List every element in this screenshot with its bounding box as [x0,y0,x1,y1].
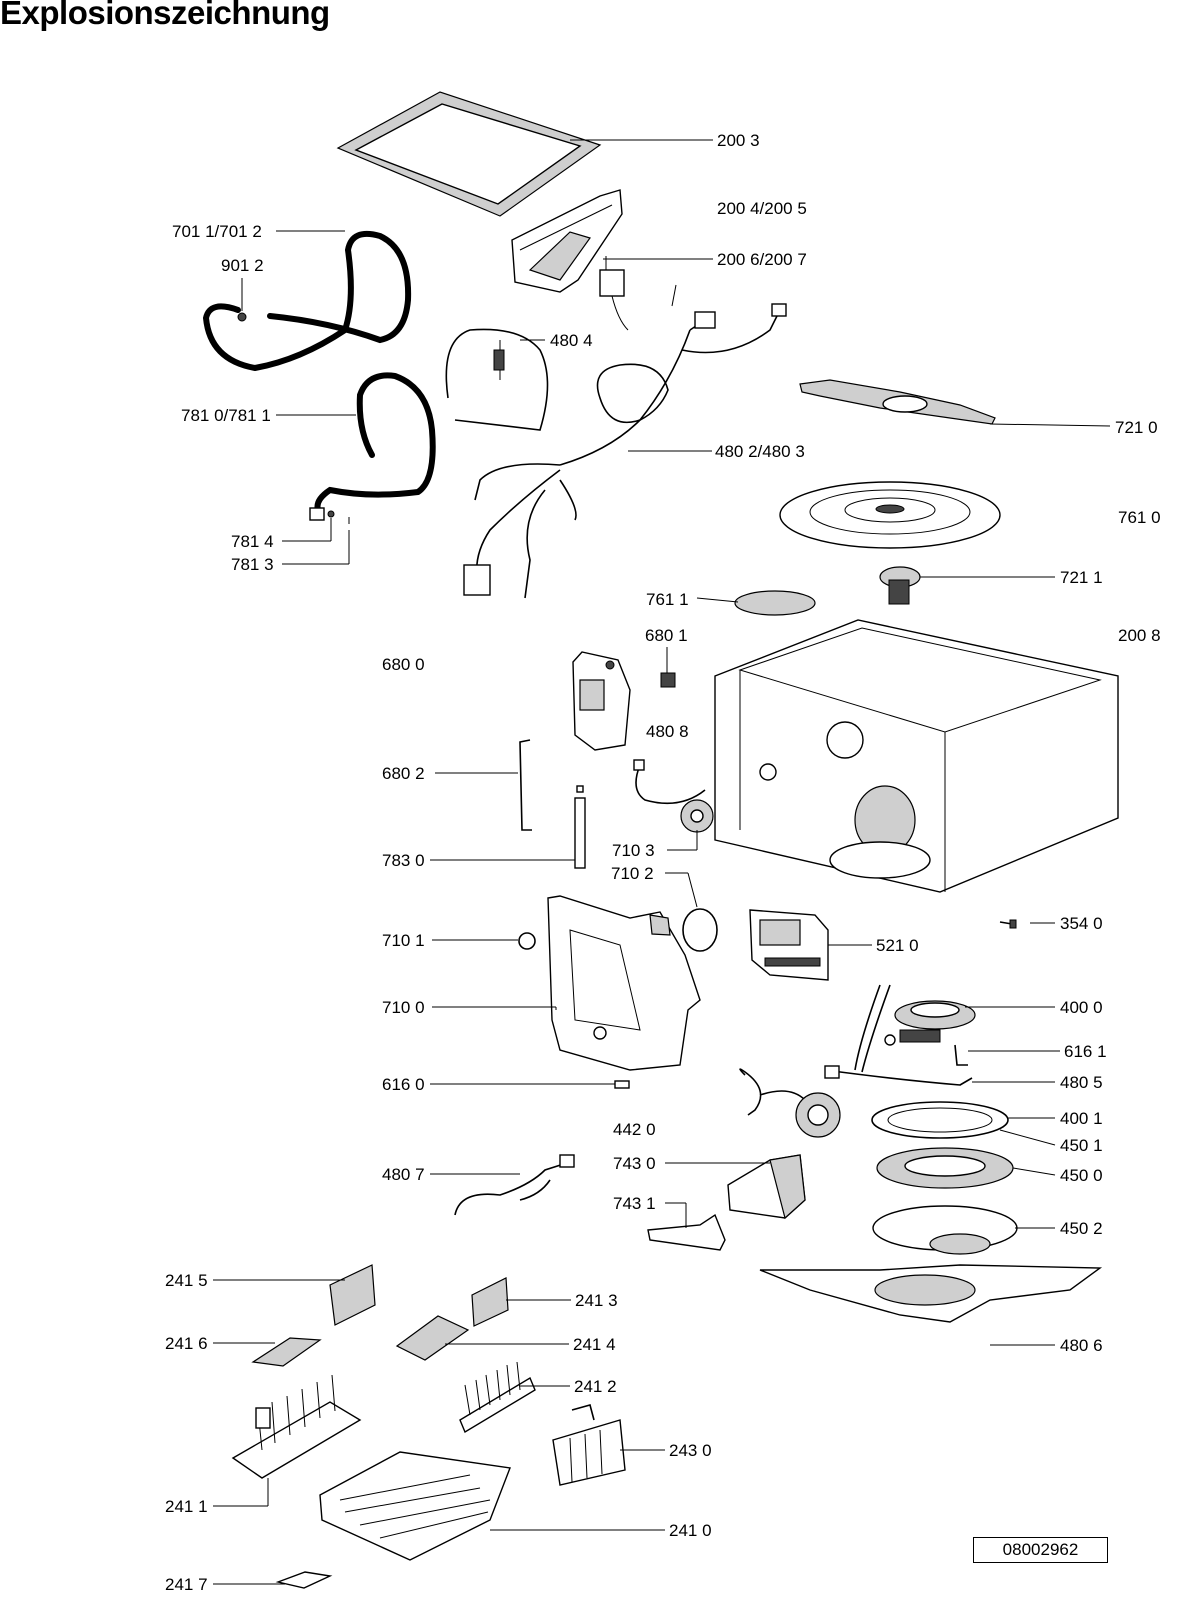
callout-200-3: 200 3 [717,131,760,150]
callout-241-2: 241 2 [574,1377,617,1396]
callout-200-6: 200 6/200 7 [717,250,807,269]
leader-lines [213,139,1111,1585]
part-o-ring-small [518,932,536,950]
part-pulley [680,799,714,833]
part-cutlery-basket [552,1404,626,1486]
part-clip-241-7 [275,1571,333,1589]
part-spray-arm-hub [879,566,921,605]
part-hinge-spring [599,256,629,331]
callout-710-3: 710 3 [612,841,655,860]
callout-680-2: 680 2 [382,764,425,783]
part-rack-241-2 [459,1361,536,1434]
callout-781-0: 781 0/781 1 [181,406,271,425]
part-basket-241-5 [329,1264,376,1326]
part-cable-480-7 [454,1154,575,1216]
part-small-cable [633,759,706,805]
callout-241-0: 241 0 [669,1521,712,1540]
callout-783-0: 783 0 [382,851,425,870]
part-pump [739,1068,841,1138]
part-control-module [749,909,829,981]
callout-901-2: 901 2 [221,256,264,275]
part-door-seal-frame [336,91,602,217]
part-sump-cover-plate [779,481,1001,549]
part-o-ring-large [682,908,718,952]
callout-701-1: 701 1/701 2 [172,222,262,241]
callout-616-1: 616 1 [1064,1042,1107,1061]
callout-710-0: 710 0 [382,998,425,1017]
part-hose-clamp [309,507,350,524]
callout-241-5: 241 5 [165,1271,208,1290]
part-tub [714,619,1119,893]
part-rack-241-1 [231,1374,362,1479]
callout-241-3: 241 3 [575,1291,618,1310]
callout-480-2: 480 2/480 3 [715,442,805,461]
callout-241-1: 241 1 [165,1497,208,1516]
callout-721-1: 721 1 [1060,568,1103,587]
callout-710-2: 710 2 [611,864,654,883]
part-lower-basket [319,1451,511,1561]
part-heater-element [884,1000,976,1046]
callout-442-0: 442 0 [613,1120,656,1139]
part-cable-loom-frame [445,328,549,431]
part-small-cover [734,590,816,616]
callout-480-7: 480 7 [382,1165,425,1184]
callout-680-1: 680 1 [645,626,688,645]
part-inlet-hose [314,372,436,513]
callout-616-0: 616 0 [382,1075,425,1094]
part-side-panel [547,895,701,1071]
callout-721-0: 721 0 [1115,418,1158,437]
part-small-bracket [954,1044,968,1066]
part-hinge-bracket [511,189,623,293]
callout-400-0: 400 0 [1060,998,1103,1017]
callout-761-0: 761 0 [1118,508,1161,527]
callout-680-0: 680 0 [382,655,425,674]
callout-480-4: 480 4 [550,331,593,350]
callout-781-4: 781 4 [231,532,274,551]
callout-450-1: 450 1 [1060,1136,1103,1155]
callout-354-0: 354 0 [1060,914,1103,933]
callout-450-2: 450 2 [1060,1219,1103,1238]
part-detergent-dispenser [572,651,631,751]
part-rod [574,785,586,869]
part-upper-spray-arm [799,379,996,425]
part-wiring-harness [463,284,787,599]
callout-480-8: 480 8 [646,722,689,741]
callout-480-5: 480 5 [1060,1073,1103,1092]
part-basket-241-6 [251,1337,322,1367]
callout-243-0: 243 0 [669,1441,712,1460]
callout-400-1: 400 1 [1060,1109,1103,1128]
callout-200-4: 200 4/200 5 [717,199,807,218]
part-heater-wiring [824,984,973,1086]
callout-241-4: 241 4 [573,1335,616,1354]
part-sump-housing [872,1205,1018,1255]
part-basket-241-4 [395,1315,470,1361]
part-small-nut [237,312,247,322]
callout-450-0: 450 0 [1060,1166,1103,1185]
part-drain-hose [202,230,412,372]
part-base-tray [759,1264,1103,1323]
part-air-duct [727,1154,806,1220]
document-number-box: 08002962 [973,1537,1108,1563]
part-dispenser-clip [660,672,676,688]
callout-761-1: 761 1 [646,590,689,609]
callout-241-6: 241 6 [165,1334,208,1353]
part-rail [519,739,532,831]
part-gasket-ring [876,1147,1014,1189]
callout-710-1: 710 1 [382,931,425,950]
part-screw [999,919,1017,929]
callout-241-7: 241 7 [165,1575,208,1594]
part-duct-extension [647,1213,726,1251]
part-clip [614,1080,630,1089]
callout-743-1: 743 1 [613,1194,656,1213]
callout-480-6: 480 6 [1060,1336,1103,1355]
callout-521-0: 521 0 [876,936,919,955]
page-title: Explosionszeichnung [0,0,330,31]
part-heater-ring [871,1101,1009,1139]
callout-743-0: 743 0 [613,1154,656,1173]
part-basket-241-3 [471,1277,509,1327]
callout-781-3: 781 3 [231,555,274,574]
callout-200-8: 200 8 [1118,626,1161,645]
callout-labels: 200 3 200 4/200 5 200 6/200 7 701 1/701 … [165,131,1161,1594]
